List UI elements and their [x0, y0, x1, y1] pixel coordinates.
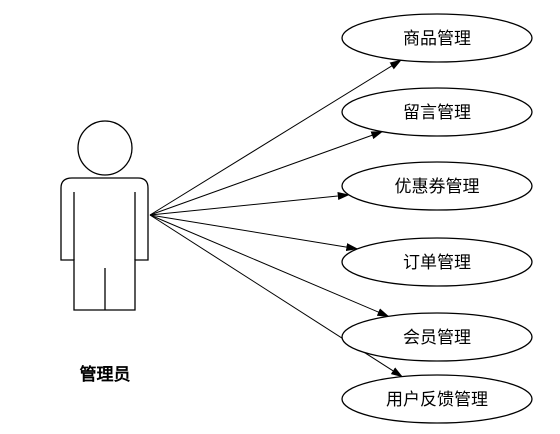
use-case-ellipse [341, 237, 533, 287]
actor-figure [60, 120, 149, 311]
actor-label: 管理员 [80, 364, 131, 385]
association-arrow [149, 59, 402, 216]
use-case-ellipse [341, 87, 533, 137]
use-case-label: 优惠券管理 [395, 177, 480, 197]
use-case-ellipse [341, 13, 533, 63]
use-case-ellipse [341, 374, 533, 424]
use-case-ellipse [341, 161, 533, 211]
association-arrow [149, 131, 384, 216]
association-arrow [149, 214, 390, 317]
association-arrow [149, 192, 350, 216]
association-arrow [149, 214, 359, 252]
use-case-label: 订单管理 [403, 253, 471, 273]
use-case-ellipse [341, 312, 533, 362]
use-case-label: 商品管理 [403, 29, 471, 49]
actor-body [60, 177, 149, 311]
use-case-label: 用户反馈管理 [386, 390, 488, 410]
use-case-label: 会员管理 [403, 328, 471, 348]
actor-head [77, 120, 133, 176]
use-case-label: 留言管理 [403, 103, 471, 123]
